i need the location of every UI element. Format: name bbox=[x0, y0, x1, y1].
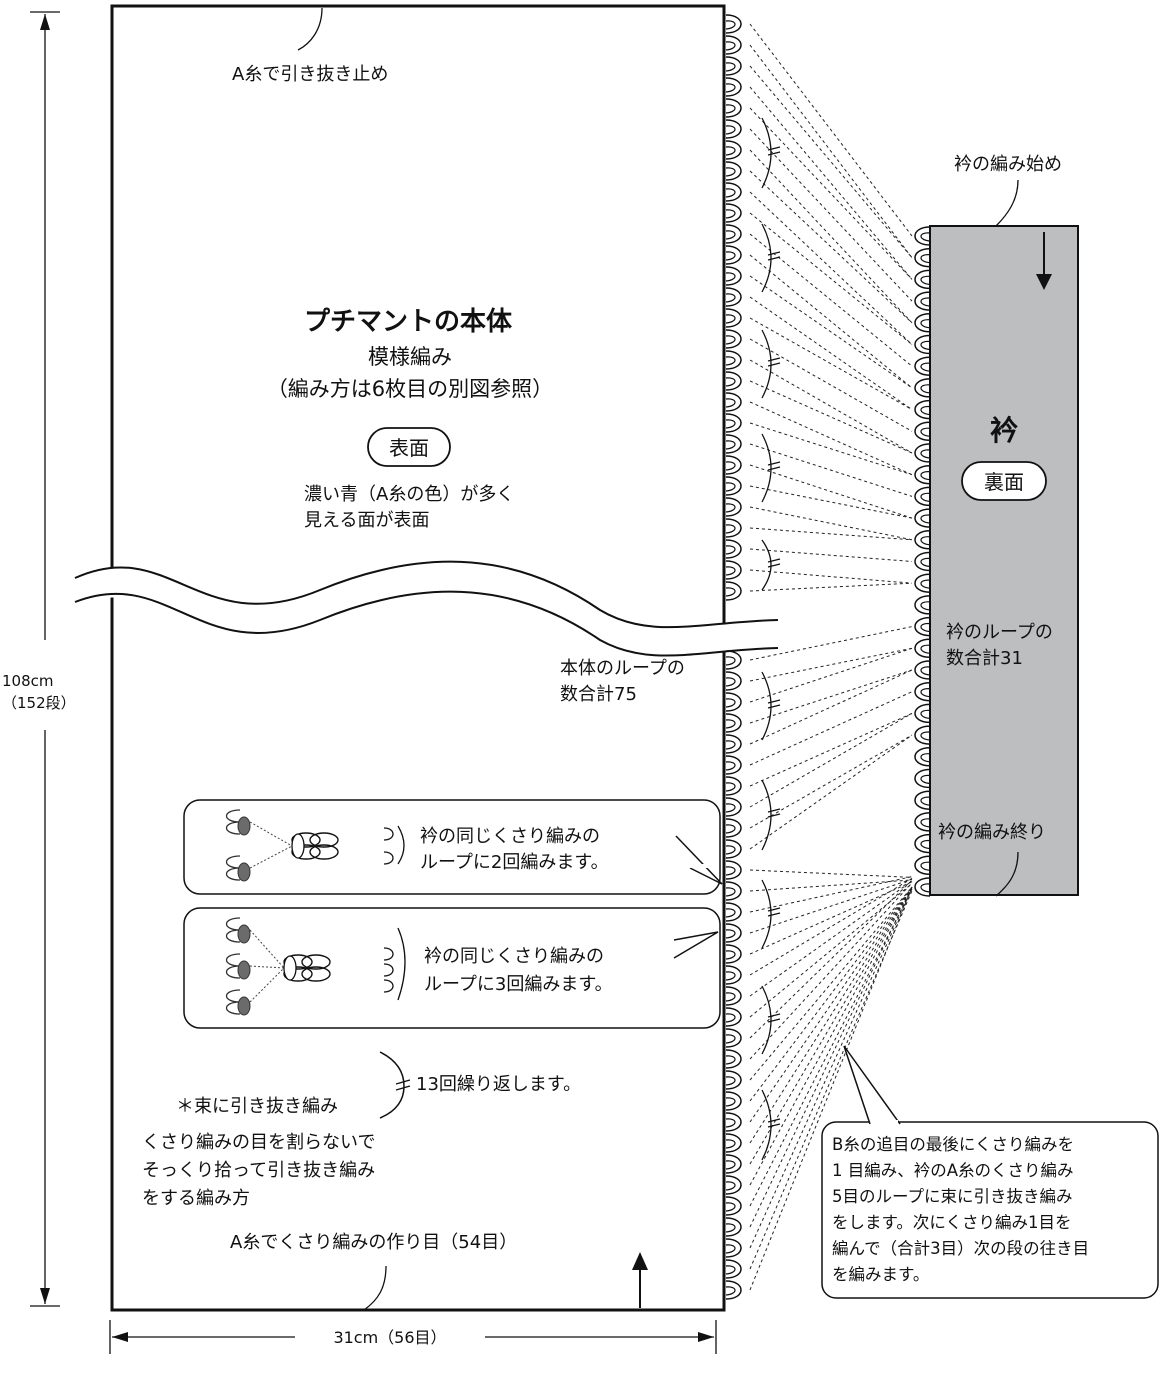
body-loops-label-2: 数合計75 bbox=[560, 684, 637, 705]
repeat-brace bbox=[379, 1051, 411, 1119]
width-label: 31cm（56目） bbox=[333, 1328, 446, 1347]
collar-start-label: 衿の編み始め bbox=[954, 154, 1062, 175]
width-dimension bbox=[109, 1320, 717, 1354]
collar-title: 衿 bbox=[990, 414, 1018, 447]
bottom-label: A糸でくさり編みの作り目（54目） bbox=[230, 1232, 517, 1253]
body-edge-loops bbox=[725, 14, 742, 1300]
body-face-badge bbox=[367, 427, 451, 467]
b-yarn-note-2: 1 目編み、衿のA糸のくさり編み bbox=[832, 1161, 1074, 1180]
collar-end-label: 衿の編み終り bbox=[938, 822, 1046, 843]
callout-two-loops bbox=[183, 799, 723, 895]
body-pattern: 模様編み bbox=[368, 345, 452, 369]
body-panel bbox=[110, 4, 726, 1312]
collar-start-leader bbox=[995, 179, 1019, 227]
collar-end-leader bbox=[995, 851, 1019, 897]
b-yarn-note-1: B糸の追目の最後にくさり編みを bbox=[832, 1135, 1074, 1154]
callout-three-line-1: 衿の同じくさり編みの bbox=[424, 946, 604, 967]
b-yarn-note-3: 5目のループに束に引き抜き編み bbox=[832, 1187, 1073, 1206]
body-direction-arrow bbox=[632, 1252, 648, 1308]
slip-note-1: くさり編みの目を割らないで bbox=[142, 1132, 375, 1153]
collar-panel bbox=[929, 225, 1079, 896]
body-pattern-ref: （編み方は6枚目の別図参照） bbox=[267, 377, 553, 401]
connection-lines bbox=[749, 23, 913, 1291]
collar-face-badge-text: 裏面 bbox=[984, 470, 1024, 494]
collar-edge-loops bbox=[914, 226, 931, 897]
collar-face-badge bbox=[961, 461, 1047, 501]
height-dimension bbox=[30, 11, 60, 1307]
slip-note-2: そっくり拾って引き抜き編み bbox=[142, 1160, 375, 1181]
body-title: プチマントの本体 bbox=[304, 307, 513, 337]
body-face-note-1: 濃い青（A糸の色）が多く bbox=[304, 484, 514, 505]
height-label-2: （152段） bbox=[2, 694, 76, 712]
collar-direction-arrow bbox=[1036, 232, 1052, 290]
break-wave bbox=[70, 560, 780, 657]
collar-loops-label-1: 衿のループの bbox=[946, 622, 1053, 643]
top-label: A糸で引き抜き止め bbox=[232, 64, 388, 85]
three-loop-illustration bbox=[225, 917, 406, 1016]
height-label-1: 108cm bbox=[2, 672, 54, 690]
body-face-badge-text: 表面 bbox=[389, 436, 429, 460]
b-yarn-note-4: をします。次にくさり編み1目を bbox=[832, 1213, 1072, 1232]
b-yarn-note-box bbox=[821, 1045, 1159, 1299]
repeat-label: 13回繰り返します。 bbox=[416, 1074, 581, 1095]
callout-three-line-2: ループに3回編みます。 bbox=[424, 974, 613, 995]
body-face-note-2: 見える面が表面 bbox=[304, 510, 429, 531]
slip-note-title: ＊束に引き抜き編み bbox=[176, 1096, 338, 1117]
top-leader bbox=[297, 7, 323, 51]
two-loop-illustration bbox=[225, 809, 405, 882]
collar-loops-label-2: 数合計31 bbox=[946, 648, 1023, 669]
callout-two-line-2: ループに2回編みます。 bbox=[420, 852, 609, 873]
callout-three-loops bbox=[183, 907, 721, 1029]
body-loops-label-1: 本体のループの bbox=[560, 658, 685, 679]
bottom-leader bbox=[363, 1265, 387, 1311]
b-yarn-note-6: を編みます。 bbox=[832, 1265, 929, 1284]
slip-note-3: をする編み方 bbox=[142, 1188, 250, 1209]
callout-two-line-1: 衿の同じくさり編みの bbox=[420, 826, 600, 847]
b-yarn-note-5: 編んで（合計3目）次の段の往き目 bbox=[832, 1239, 1089, 1258]
